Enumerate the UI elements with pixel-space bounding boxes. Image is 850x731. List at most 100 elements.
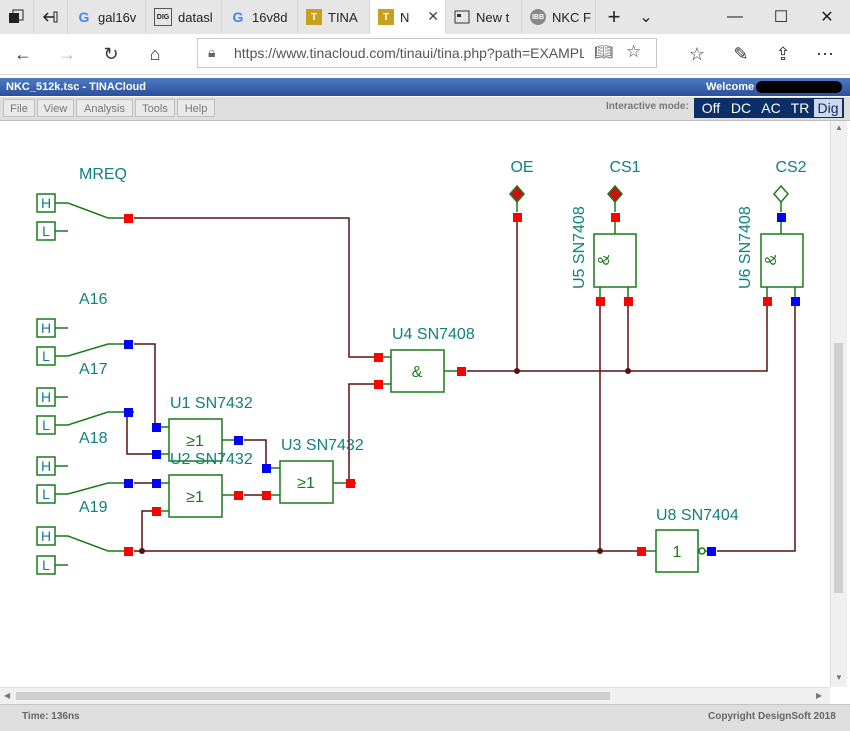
switch-a19[interactable] — [36, 526, 124, 575]
favorites-button[interactable]: ☆ — [682, 40, 712, 68]
junction — [597, 548, 603, 554]
wire-u4-out — [467, 302, 768, 372]
junction — [514, 368, 520, 374]
pin-high — [152, 507, 161, 516]
reading-view-icon[interactable]: 📖︎ — [594, 44, 614, 61]
tab-label: 16v8d — [252, 9, 288, 25]
favorite-star-icon[interactable]: ☆ — [626, 42, 642, 61]
tab-tina[interactable]: T TINA — [298, 0, 370, 34]
gate-u2[interactable] — [168, 474, 223, 518]
label-cs1: CS1 — [609, 159, 640, 176]
home-button[interactable]: ⌂ — [140, 40, 170, 68]
pin-low — [791, 297, 800, 306]
tab-nkc[interactable]: IBB NKC F — [522, 0, 596, 34]
switch-a18[interactable] — [36, 456, 124, 504]
back-button[interactable]: ← — [8, 40, 38, 68]
mode-dc[interactable]: DC — [730, 100, 752, 116]
mode-ac[interactable]: AC — [761, 100, 781, 116]
datasheet-icon: DIG — [154, 8, 172, 26]
new-tab-button[interactable]: + — [607, 4, 621, 29]
gate-refs: U1 SN7432 U2 SN7432 U3 SN7432 U4 SN7408 … — [170, 206, 754, 524]
refresh-icon: ↻ — [103, 43, 119, 64]
label-cs2: CS2 — [775, 159, 806, 176]
address-bar[interactable]: 🔒︎ https://www.tinacloud.com/tinaui/tina… — [197, 38, 657, 68]
menu-help[interactable]: Help — [177, 99, 215, 117]
inverter-bubble — [698, 547, 706, 555]
pin-high — [596, 297, 605, 306]
wire-a17 — [134, 343, 156, 427]
pin-high — [624, 297, 633, 306]
menu-analysis[interactable]: Analysis — [76, 99, 133, 117]
notes-button[interactable]: ✎ — [726, 40, 756, 68]
mode-off[interactable]: Off — [701, 100, 721, 116]
new-tab-icon — [454, 9, 470, 25]
google-icon: G — [232, 9, 244, 25]
pin-high — [374, 353, 383, 362]
mode-tr[interactable]: TR — [790, 100, 810, 116]
refresh-button[interactable]: ↻ — [96, 40, 126, 68]
address-url: https://www.tinacloud.com/tinaui/tina.ph… — [234, 45, 584, 61]
label-a19: A19 — [79, 499, 108, 516]
menu-view[interactable]: View — [37, 99, 74, 117]
switch-l-text: L — [42, 486, 50, 502]
mode-dig[interactable]: Dig — [814, 99, 842, 117]
gate-u3[interactable] — [279, 460, 334, 504]
tab-label: gal16v — [98, 9, 137, 25]
close-window-button[interactable]: ✕ — [820, 9, 834, 26]
share-button[interactable]: ⇪ — [768, 40, 798, 68]
forward-button[interactable]: → — [52, 40, 82, 68]
label-a18: A18 — [79, 430, 108, 447]
pins-low — [124, 213, 800, 556]
horizontal-scroll-thumb[interactable] — [16, 692, 610, 700]
scroll-up-icon[interactable]: ▲ — [835, 123, 843, 132]
wire-a19b — [134, 510, 155, 552]
switch-a17[interactable] — [36, 387, 124, 435]
gate-u6[interactable] — [760, 233, 804, 288]
tab-label: New t — [476, 9, 510, 25]
more-button[interactable]: ⋯ — [810, 40, 840, 68]
horizontal-scrollbar[interactable]: ◀ ▶ — [0, 687, 830, 704]
pin-low — [777, 213, 786, 222]
switch-l-text: L — [42, 223, 50, 239]
tab-new[interactable]: New t — [446, 0, 522, 34]
favorites-icon: ☆ — [688, 43, 706, 64]
tab-datasheet[interactable]: DIG datasl — [146, 0, 222, 34]
symbol-u1: ≥1 — [186, 433, 204, 450]
tab-list-button[interactable]: ⌄ — [639, 9, 653, 26]
scroll-right-icon[interactable]: ▶ — [816, 691, 823, 700]
pin-low — [152, 450, 161, 459]
vertical-scroll-thumb[interactable] — [834, 343, 843, 593]
menu-tools[interactable]: Tools — [135, 99, 175, 117]
switch-l-text: L — [42, 417, 50, 433]
pin-high — [457, 367, 466, 376]
tab-actions-button[interactable] — [0, 0, 34, 34]
junction — [139, 548, 145, 554]
scroll-left-icon[interactable]: ◀ — [4, 691, 11, 700]
set-aside-tabs-button[interactable] — [34, 0, 68, 34]
share-icon: ⇪ — [775, 43, 791, 64]
menu-file[interactable]: File — [3, 99, 35, 117]
switch-a16[interactable] — [36, 318, 124, 366]
maximize-button[interactable]: ☐ — [773, 9, 789, 26]
close-tab-icon[interactable]: ✕ — [427, 8, 439, 24]
switch-h-text: H — [41, 528, 51, 544]
schematic-canvas[interactable]: MREQ A16 A17 A18 A19 — [0, 121, 830, 687]
switch-mreq[interactable] — [36, 193, 124, 241]
scroll-down-icon[interactable]: ▼ — [835, 673, 843, 682]
tab-active[interactable]: T N ✕ — [370, 0, 446, 34]
tab-label: datasl — [178, 9, 213, 25]
tab-16v8d[interactable]: G 16v8d — [222, 0, 298, 34]
vertical-scrollbar[interactable]: ▲ ▼ — [830, 121, 847, 687]
minimize-button[interactable]: — — [727, 8, 743, 25]
ref-u4: U4 SN7408 — [392, 326, 475, 343]
redacted-user — [756, 81, 842, 93]
symbol-u3: ≥1 — [297, 475, 315, 492]
tab-gal16v[interactable]: G gal16v — [68, 0, 146, 34]
tina-icon: T — [378, 9, 394, 25]
simulation-time: Time: 136ns — [22, 711, 80, 722]
arrow-left-icon: ← — [14, 43, 32, 64]
pin-high — [234, 491, 243, 500]
browser-tab-bar: G gal16v DIG datasl G 16v8d T TINA T N ✕… — [0, 0, 850, 34]
switch-h-text: H — [41, 195, 51, 211]
gate-symbols: ≥1 ≥1 ≥1 & 1 & & — [186, 254, 780, 561]
